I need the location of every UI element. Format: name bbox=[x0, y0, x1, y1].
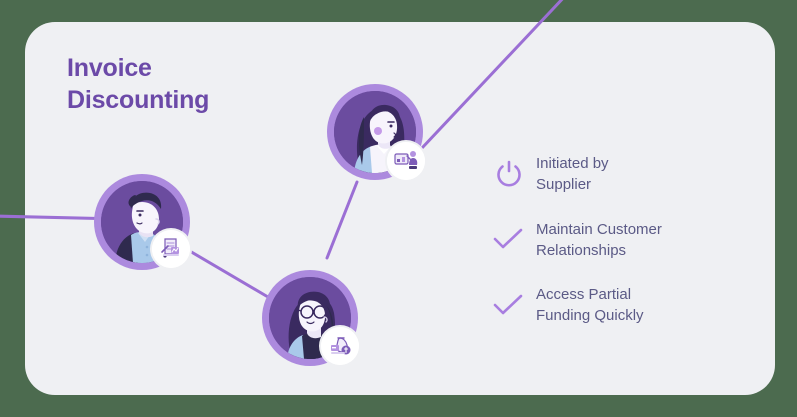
power-icon bbox=[492, 152, 536, 194]
connector-supplier-to-offscreen-top-right bbox=[420, 0, 564, 150]
invoice-document-badge-icon bbox=[152, 230, 190, 268]
check-icon bbox=[492, 218, 536, 260]
check-icon bbox=[492, 283, 536, 325]
feature-list: Initiated by Supplier Maintain Customer … bbox=[492, 152, 722, 327]
presentation-chart-badge-icon bbox=[387, 142, 425, 180]
connector-financier-to-supplier bbox=[325, 180, 359, 260]
page-title: Invoice Discounting bbox=[67, 54, 210, 114]
feature-label: Access Partial Funding Quickly bbox=[536, 286, 644, 325]
feature-label: Initiated by Supplier bbox=[536, 155, 609, 194]
feature-label: Maintain Customer Relationships bbox=[536, 220, 662, 259]
connector-customer-to-financier bbox=[186, 248, 270, 299]
avatar-man-short-hair-icon bbox=[101, 181, 183, 263]
node-supplier[interactable] bbox=[327, 84, 425, 180]
money-funding-badge-icon bbox=[321, 327, 359, 365]
feature-item-initiated-by-supplier: Initiated by Supplier bbox=[492, 152, 722, 196]
feature-item-maintain-customer-relationships: Maintain Customer Relationships bbox=[492, 218, 722, 262]
node-customer[interactable] bbox=[94, 174, 190, 270]
feature-item-access-partial-funding-quickly: Access Partial Funding Quickly bbox=[492, 283, 722, 327]
node-financier[interactable] bbox=[262, 270, 359, 366]
